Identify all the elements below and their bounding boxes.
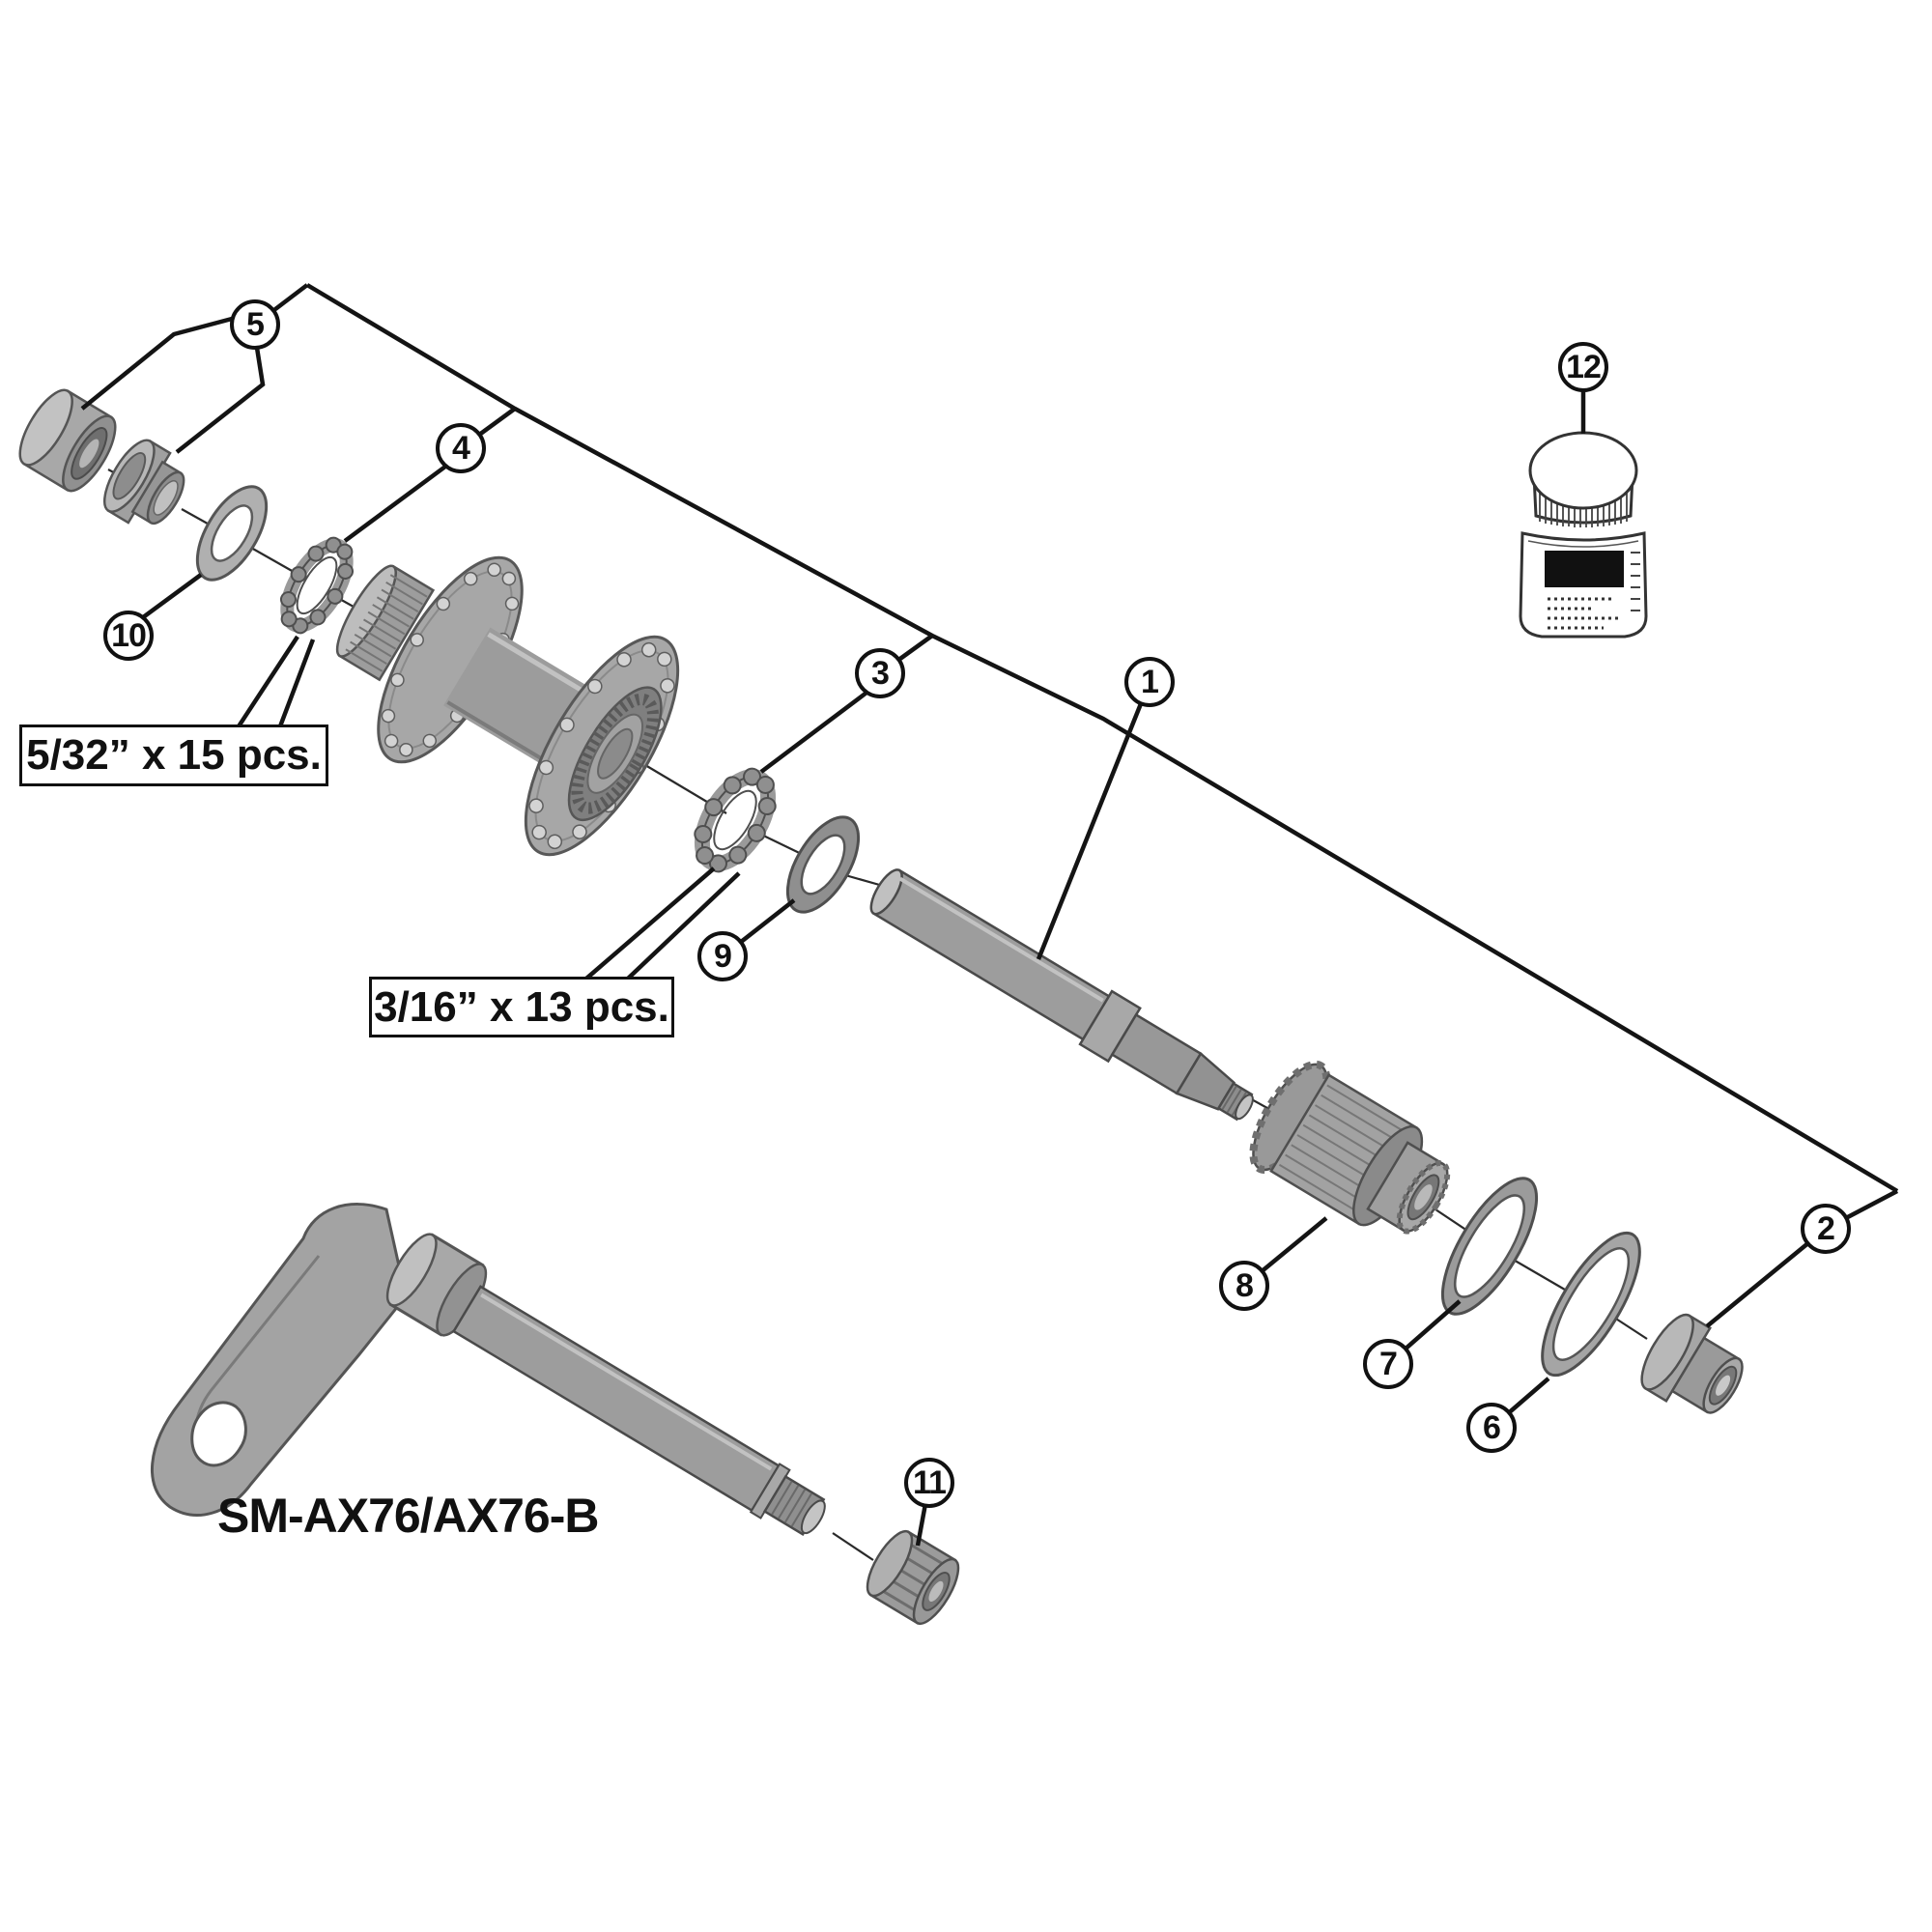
lock-nut-part <box>102 439 185 526</box>
callout-6: 6 <box>1466 1403 1517 1453</box>
seal-ring-6-part <box>1541 1231 1641 1378</box>
callout-4: 4 <box>436 423 486 473</box>
bearing-retainer-small-part <box>279 536 355 635</box>
callout-1: 1 <box>1124 657 1175 707</box>
seal-ring-7-part <box>1440 1177 1539 1316</box>
axis-lines <box>107 469 1648 1561</box>
callout-5: 5 <box>230 299 280 350</box>
callout-3: 3 <box>855 648 905 698</box>
callout-12: 12 <box>1558 342 1608 392</box>
end-cap-part <box>1640 1313 1744 1414</box>
washer-9-part <box>785 815 861 914</box>
callout-9: 9 <box>697 931 748 981</box>
freehub-body-part <box>1249 1060 1451 1235</box>
bearing-spec-label-small: 5/32” x 15 pcs. <box>19 724 328 786</box>
callout-11: 11 <box>904 1458 954 1508</box>
hub-shell-part <box>335 555 680 857</box>
axle-sleeve-part <box>18 388 117 493</box>
hub-axle-part <box>869 868 1254 1122</box>
thru-axle-lever-part <box>151 1203 826 1536</box>
washer-10-part <box>195 485 269 582</box>
bearing-spec-label-large: 3/16” x 13 pcs. <box>369 977 674 1037</box>
bearing-retainer-large-part <box>694 767 777 873</box>
callout-8: 8 <box>1219 1261 1269 1311</box>
callout-2: 2 <box>1801 1204 1851 1254</box>
axle-nut-part <box>866 1529 960 1626</box>
grease-jar-part <box>1519 431 1648 639</box>
callout-10: 10 <box>103 611 154 661</box>
callout-7: 7 <box>1363 1339 1413 1389</box>
model-label: SM-AX76/AX76-B <box>217 1489 599 1543</box>
